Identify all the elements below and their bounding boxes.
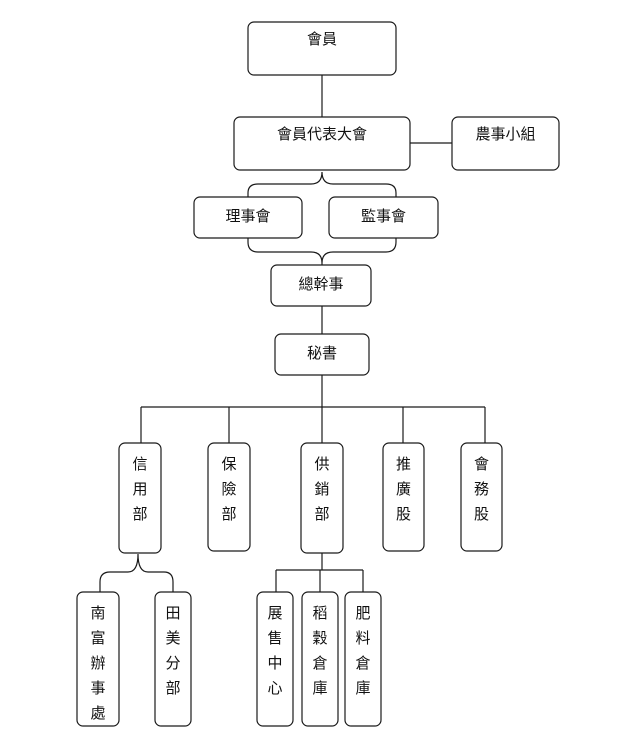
node-assembly: 會員代表大會 <box>233 116 411 171</box>
node-label: 推廣股 <box>396 455 411 523</box>
node-farm-group: 農事小組 <box>451 116 560 171</box>
node-label: 肥料倉庫 <box>355 604 370 697</box>
node-nanfu: 南富辦事處 <box>76 591 120 727</box>
node-supply: 供銷部 <box>300 442 344 554</box>
node-affairs: 會務股 <box>460 442 503 552</box>
node-label: 監事會 <box>361 207 406 225</box>
node-box <box>154 591 192 727</box>
connector-lines <box>99 75 486 592</box>
node-label: 總幹事 <box>298 275 343 293</box>
node-box <box>233 116 411 171</box>
node-box <box>460 442 503 552</box>
node-insurance: 保險部 <box>207 442 251 552</box>
node-label: 會員代表大會 <box>277 125 367 143</box>
node-box <box>344 591 382 727</box>
node-fert-wh: 肥料倉庫 <box>344 591 382 727</box>
edge-credit-branch-brace <box>99 553 174 592</box>
node-label: 供銷部 <box>314 455 329 523</box>
node-label: 保險部 <box>221 455 236 523</box>
node-label: 展售中心 <box>267 604 282 697</box>
node-box <box>256 591 294 727</box>
node-label: 田美分部 <box>165 604 180 697</box>
node-box <box>270 264 372 307</box>
node-gm: 總幹事 <box>270 264 372 307</box>
node-rice-wh: 稻穀倉庫 <box>301 591 339 727</box>
node-box <box>76 591 120 727</box>
node-label: 信用部 <box>132 455 147 523</box>
edge-board-supervisors-gm-brace <box>247 238 397 265</box>
node-members: 會員 <box>247 21 397 76</box>
node-box <box>382 442 425 552</box>
node-supervisors: 監事會 <box>328 196 439 239</box>
node-secretary: 秘書 <box>274 333 370 376</box>
node-box <box>193 196 303 239</box>
node-label: 理事會 <box>225 207 270 225</box>
node-label: 會員 <box>307 30 337 48</box>
node-label: 稻穀倉庫 <box>312 604 327 697</box>
node-box <box>274 333 370 376</box>
node-label: 秘書 <box>307 344 337 362</box>
node-label: 農事小組 <box>475 125 535 143</box>
node-extension: 推廣股 <box>382 442 425 552</box>
node-tianmei: 田美分部 <box>154 591 192 727</box>
node-label: 會務股 <box>474 455 489 523</box>
node-showroom: 展售中心 <box>256 591 294 727</box>
node-box <box>328 196 439 239</box>
node-box <box>207 442 251 552</box>
node-board: 理事會 <box>193 196 303 239</box>
edge-assembly-board-brace <box>247 171 397 197</box>
node-label: 南富辦事處 <box>90 604 105 722</box>
node-box <box>451 116 560 171</box>
node-box <box>247 21 397 76</box>
node-credit: 信用部 <box>118 442 162 554</box>
node-box <box>118 442 162 554</box>
node-box <box>300 442 344 554</box>
node-box <box>301 591 339 727</box>
